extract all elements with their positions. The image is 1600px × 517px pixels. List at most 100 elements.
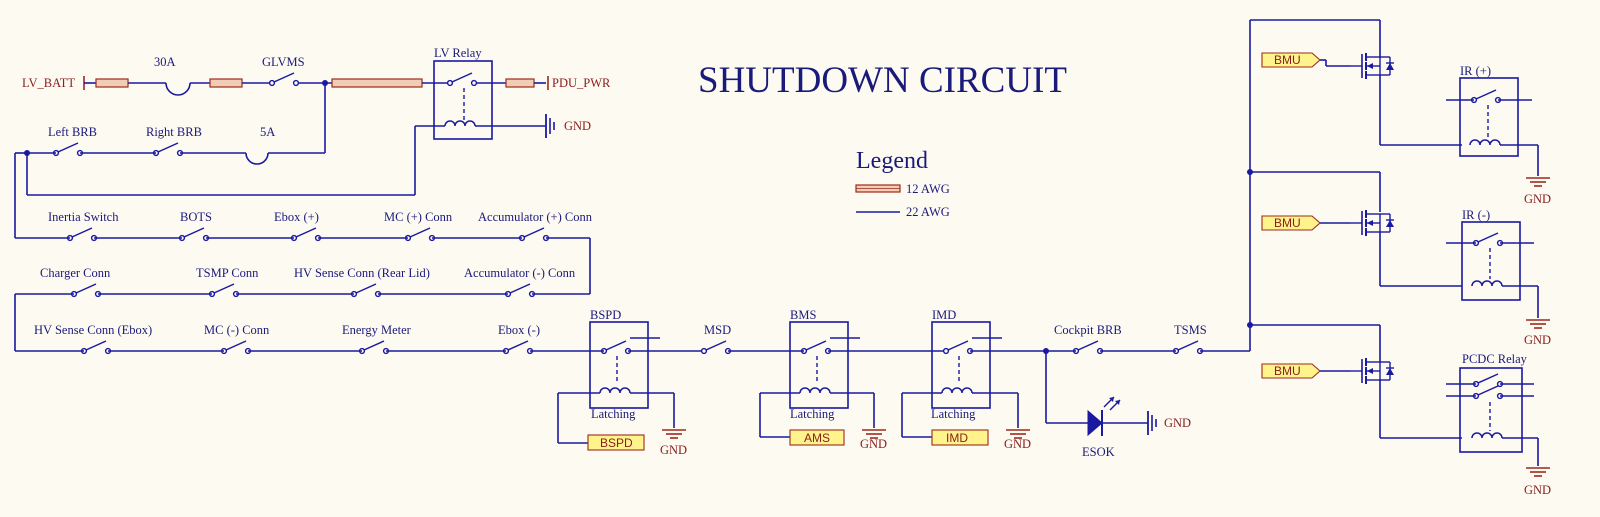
wire-12awg-b (209, 78, 243, 88)
svg-text:GND: GND (860, 437, 887, 451)
gnd-esok (1147, 410, 1157, 436)
fuse-5a (245, 152, 269, 165)
switch-glvms-label: GLVMS (262, 55, 305, 69)
mosfet-pcdc (1349, 357, 1395, 385)
svg-text:Charger Conn: Charger Conn (40, 266, 111, 280)
switch-hv-rear (350, 283, 382, 298)
switch-tsmp (208, 283, 240, 298)
svg-text:Energy Meter: Energy Meter (342, 323, 412, 337)
bspd-relay-box (589, 321, 649, 409)
svg-text:Right BRB: Right BRB (146, 125, 202, 139)
switch-tsms (1172, 340, 1204, 355)
switch-ebox-neg (502, 340, 534, 355)
svg-text:IMD: IMD (946, 431, 968, 445)
fuse-30a (165, 82, 191, 96)
svg-text:BMU: BMU (1274, 53, 1301, 67)
led-esok (1087, 396, 1121, 437)
lv-relay-box (433, 60, 493, 140)
switch-energy (358, 340, 390, 355)
svg-text:BMU: BMU (1274, 364, 1301, 378)
svg-text:GND: GND (660, 443, 687, 457)
svg-text:MSD: MSD (704, 323, 731, 337)
svg-text:IMD: IMD (932, 308, 956, 322)
ir-pos-relay-box (1459, 77, 1519, 157)
svg-text:BOTS: BOTS (180, 210, 212, 224)
switch-cockpit-brb (1072, 340, 1104, 355)
svg-text:GND: GND (1004, 437, 1031, 451)
page-title: SHUTDOWN CIRCUIT (698, 60, 1067, 101)
switch-mc-pos (404, 227, 436, 242)
ir-neg-relay-box (1461, 221, 1521, 301)
svg-text:Cockpit BRB: Cockpit BRB (1054, 323, 1122, 337)
mosfet-ir-pos (1349, 52, 1395, 80)
switch-acc-pos (518, 227, 550, 242)
switch-msd (700, 340, 732, 355)
legend-22awg-label: 22 AWG (906, 205, 950, 219)
svg-text:MC (-) Conn: MC (-) Conn (204, 323, 270, 337)
svg-text:Left BRB: Left BRB (48, 125, 97, 139)
svg-text:Ebox (-): Ebox (-) (498, 323, 540, 337)
legend-heading: Legend (856, 148, 928, 174)
legend-12awg-label: 12 AWG (906, 182, 950, 196)
row-brbs: Left BRB Right BRB 5A (14, 83, 415, 238)
switch-right-brb (152, 142, 184, 157)
svg-text:AMS: AMS (804, 431, 830, 445)
svg-text:5A: 5A (260, 125, 275, 139)
net-pdu-pwr: PDU_PWR (552, 76, 611, 90)
svg-text:GND: GND (1164, 416, 1191, 430)
gnd-ir-neg (1525, 319, 1551, 329)
svg-text:Latching: Latching (931, 407, 976, 421)
legend: Legend 12 AWG 22 AWG (855, 148, 950, 219)
contactor-drivers: BMU IR (+) GND BMU IR (-) (1247, 19, 1551, 497)
switch-hv-ebox (80, 340, 112, 355)
imd-relay-box (931, 321, 991, 409)
wire-12awg-c (331, 78, 423, 88)
mosfet-ir-neg (1349, 209, 1395, 237)
gnd-pcdc (1525, 467, 1551, 477)
row-3: Inertia Switch BOTS Ebox (+) MC (+) Conn… (15, 210, 593, 294)
switch-acc-neg (504, 283, 536, 298)
svg-text:Inertia Switch: Inertia Switch (48, 210, 119, 224)
switch-inertia (66, 227, 98, 242)
svg-text:GND: GND (564, 119, 591, 133)
svg-text:IR (+): IR (+) (1460, 64, 1491, 78)
svg-text:TSMS: TSMS (1174, 323, 1207, 337)
net-lv-batt: LV_BATT (22, 76, 75, 90)
switch-charger (70, 283, 102, 298)
svg-text:PCDC Relay: PCDC Relay (1462, 352, 1528, 366)
pcdc-relay-box (1459, 367, 1523, 453)
wire-12awg-d (505, 78, 535, 88)
svg-text:Accumulator (-) Conn: Accumulator (-) Conn (464, 266, 576, 280)
switch-bots (178, 227, 210, 242)
svg-text:BSPD: BSPD (590, 308, 621, 322)
row-lv-power: LV_BATT 30A GLVMS LV Relay PDU_PWR GND (22, 46, 611, 195)
lv-relay-coil (444, 120, 476, 127)
switch-mc-neg (220, 340, 252, 355)
gnd-ir-pos (1525, 177, 1551, 187)
svg-text:HV Sense Conn (Ebox): HV Sense Conn (Ebox) (34, 323, 152, 337)
svg-text:ESOK: ESOK (1082, 445, 1115, 459)
flag-bmu-1: BMU (1261, 52, 1321, 68)
switch-glvms (268, 72, 300, 87)
svg-text:BMS: BMS (790, 308, 816, 322)
svg-text:BSPD: BSPD (600, 436, 633, 450)
svg-text:Latching: Latching (591, 407, 636, 421)
flag-ams: AMS (789, 429, 845, 446)
svg-text:GND: GND (1524, 192, 1551, 206)
svg-text:Ebox (+): Ebox (+) (274, 210, 319, 224)
svg-text:HV Sense Conn (Rear Lid): HV Sense Conn (Rear Lid) (294, 266, 430, 280)
flag-bspd: BSPD (587, 434, 645, 451)
row-5: HV Sense Conn (Ebox) MC (-) Conn Energy … (15, 20, 1251, 459)
svg-text:MC (+) Conn: MC (+) Conn (384, 210, 453, 224)
row-4: Accumulator (-) Conn HV Sense Conn (Rear… (14, 266, 590, 351)
switch-ebox-pos (290, 227, 322, 242)
svg-text:GND: GND (1524, 333, 1551, 347)
flag-bmu-2: BMU (1261, 215, 1321, 231)
gnd-lv-relay (545, 113, 555, 139)
flag-imd: IMD (931, 429, 989, 446)
gnd-bspd (661, 429, 687, 439)
svg-text:GND: GND (1524, 483, 1551, 497)
lv-relay-label: LV Relay (434, 46, 482, 60)
fuse-30a-label: 30A (154, 55, 176, 69)
